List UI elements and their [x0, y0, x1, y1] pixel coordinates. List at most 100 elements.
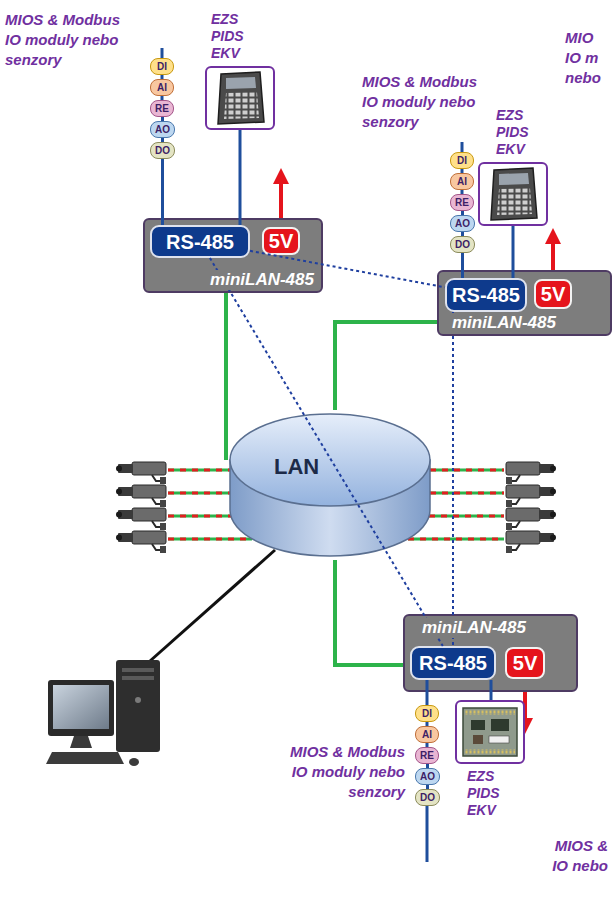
io-module-tag: AO	[415, 768, 440, 785]
rs485-port: RS-485	[445, 278, 527, 312]
node-label: AI	[157, 82, 167, 94]
camera-icon	[506, 531, 556, 553]
lan-link	[226, 293, 228, 458]
bus-line	[426, 743, 429, 747]
bus-line	[239, 130, 242, 225]
bus-line	[461, 253, 464, 278]
node-label: AO	[155, 124, 170, 136]
lan-cylinder: LAN	[228, 410, 432, 560]
drive-slot	[122, 668, 154, 672]
security-device: EZS PIDS EKV	[455, 700, 527, 819]
io-caption: MIOS & IO nebo	[552, 836, 608, 876]
power-arrow	[279, 176, 283, 218]
node-label: 5V	[513, 652, 537, 674]
node-label: 5V	[541, 283, 565, 305]
io-caption: MIO IO m nebo	[565, 28, 607, 88]
node-label: AI	[457, 176, 467, 188]
keyboard	[46, 752, 124, 764]
node-label: AO	[455, 218, 470, 230]
virtual-link	[210, 258, 443, 646]
power-output: 5V	[262, 227, 300, 255]
monitor-stand	[70, 736, 92, 748]
minilan-module: miniLAN-485RS-485 5V	[437, 270, 612, 336]
module-name: miniLAN-485	[449, 313, 559, 333]
node-label: DI	[422, 708, 432, 720]
rs485-port: RS-485	[410, 646, 496, 680]
camera-icon	[506, 462, 556, 484]
label-box: MIOS & Modbus IO moduly nebo senzory	[280, 742, 405, 802]
node-label: RE	[455, 197, 469, 209]
pc-tower	[116, 660, 160, 752]
rs485-port: RS-485	[150, 225, 250, 258]
io-module-tag: DI	[150, 58, 174, 75]
node-label: RE	[155, 103, 169, 115]
io-caption: MIOS & Modbus IO moduly nebo senzory	[280, 742, 405, 802]
io-module-tag: DO	[150, 142, 175, 159]
mouse	[129, 758, 139, 766]
bus-line	[426, 722, 429, 726]
device-frame	[205, 66, 275, 130]
io-caption: MIOS & Modbus IO moduly nebo senzory	[362, 72, 482, 132]
io-module-tag: DI	[450, 152, 474, 169]
label-box: MIOS & Modbus IO moduly nebo senzory	[5, 10, 125, 70]
power-arrow	[551, 236, 555, 270]
drive-slot	[122, 676, 154, 680]
virtual-link	[452, 312, 454, 646]
lan-link	[335, 322, 437, 410]
io-module-tag: DO	[450, 236, 475, 253]
node-label: DO	[455, 239, 470, 251]
bus-line	[426, 680, 429, 705]
cylinder-top	[230, 414, 430, 506]
bus-line	[461, 169, 464, 173]
minilan-module: miniLAN-485RS-485 5V	[403, 614, 578, 692]
device-heading: EZS PIDS EKV	[496, 107, 546, 158]
node-label: DO	[420, 792, 435, 804]
pc-link	[150, 550, 275, 661]
device-frame	[478, 162, 548, 226]
security-device: EZS PIDS EKV	[205, 11, 275, 130]
io-module-tag: AI	[415, 726, 439, 743]
camera-icon	[116, 508, 166, 530]
camera-icon	[116, 485, 166, 507]
node-label: 5V	[269, 230, 293, 252]
io-caption: MIOS & Modbus IO moduly nebo senzory	[5, 10, 125, 70]
power-output: 5V	[534, 279, 572, 309]
io-module-tag: DO	[415, 789, 440, 806]
bus-line	[161, 159, 164, 225]
camera-icon	[116, 462, 166, 484]
bus-line	[161, 117, 164, 121]
label-box: MIO IO m nebo	[565, 28, 607, 88]
node-label: DI	[157, 61, 167, 73]
device-icon	[457, 702, 523, 762]
bus-line	[461, 232, 464, 236]
bus-line	[161, 138, 164, 142]
node-label: DI	[457, 155, 467, 167]
module-name: miniLAN-485	[419, 618, 529, 638]
io-module-tag: AI	[450, 173, 474, 190]
node-label: AI	[422, 729, 432, 741]
monitor	[48, 680, 114, 736]
io-module-tag: RE	[415, 747, 439, 764]
label-box: MIOS & Modbus IO moduly nebo senzory	[362, 72, 482, 132]
camera-icon	[506, 508, 556, 530]
power-button	[135, 697, 141, 703]
node-label: RE	[420, 750, 434, 762]
bus-line	[426, 764, 429, 768]
node-label: LAN	[274, 454, 319, 480]
camera-icon	[116, 531, 166, 553]
bus-stubs	[162, 48, 462, 862]
label-box: MIOS & IO nebo	[552, 836, 608, 876]
bus-line	[461, 211, 464, 215]
pc-icon	[46, 660, 160, 766]
bus-line	[426, 785, 429, 789]
io-module-tag: RE	[150, 100, 174, 117]
device-icon	[480, 164, 546, 224]
bus-line	[161, 96, 164, 100]
bus-stub	[426, 806, 429, 862]
device-icon	[207, 68, 273, 128]
bus-stub	[161, 48, 164, 58]
power-output: 5V	[505, 647, 545, 679]
camera-icon	[506, 485, 556, 507]
io-module-tag: DI	[415, 705, 439, 722]
node-label: AO	[420, 771, 435, 783]
